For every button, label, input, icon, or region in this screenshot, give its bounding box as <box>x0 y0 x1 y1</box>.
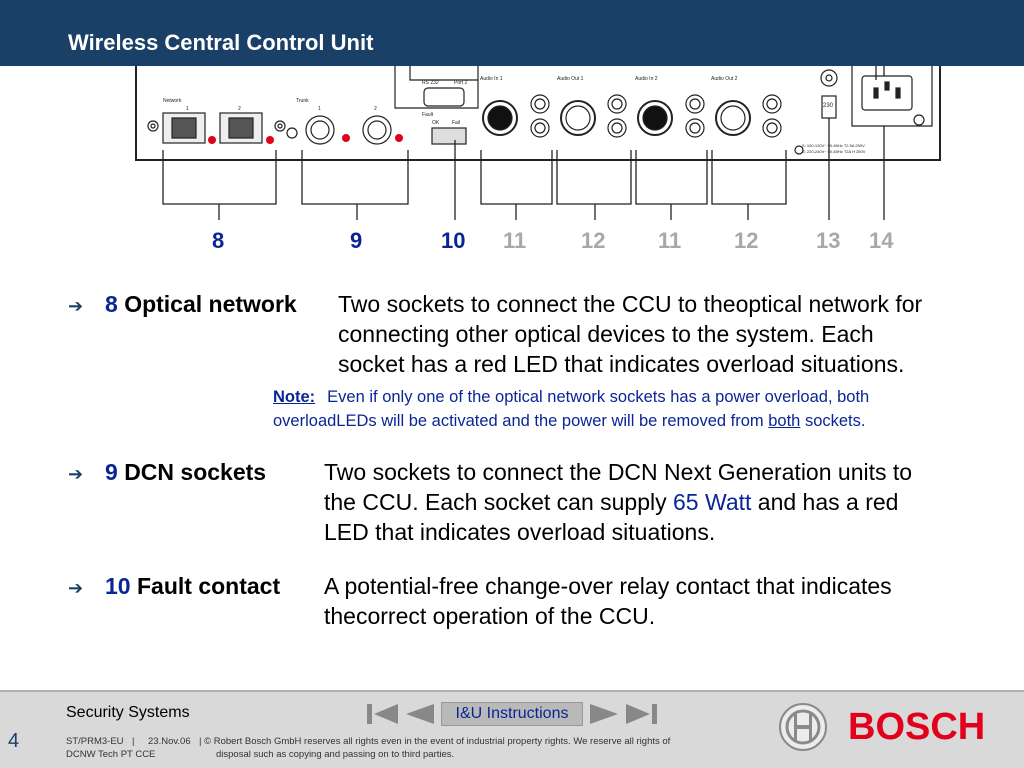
callout-11a: 11 <box>503 228 527 253</box>
item-8-description: Two sockets to connect the CCU to theopt… <box>338 291 923 377</box>
item-8-note: Note:Even if only one of the optical net… <box>273 388 870 430</box>
svg-text:Fault: Fault <box>422 112 434 118</box>
arrow-bullet-icon: ➔ <box>68 464 84 484</box>
date: 23.Nov.06 <box>148 736 191 747</box>
first-page-button[interactable] <box>366 702 400 731</box>
arrow-bullet-icon: ➔ <box>68 296 84 316</box>
item-9-description: Two sockets to connect the DCN Next Gene… <box>324 459 913 545</box>
iu-instructions-link[interactable]: I&U Instructions <box>441 702 583 726</box>
callout-12a: 12 <box>581 228 606 253</box>
svg-text:1: 1 <box>318 106 321 112</box>
page-number: 4 <box>8 730 20 752</box>
division-label: Security Systems <box>66 704 190 721</box>
last-page-icon <box>626 704 657 724</box>
item-10-description: A potential-free change-over relay conta… <box>324 573 892 629</box>
svg-text:Audio In 2: Audio In 2 <box>635 76 658 82</box>
svg-text:2: 2 <box>374 106 377 112</box>
header-bar: Wireless Central Control Unit <box>0 0 1024 66</box>
note-label: Note: <box>273 388 316 406</box>
svg-text:Port 2: Port 2 <box>454 80 468 86</box>
bosch-armature-logo-icon <box>778 702 828 757</box>
svg-text:Audio In 1: Audio In 1 <box>480 76 503 82</box>
callout-9: 9 <box>350 228 363 253</box>
item-8-heading: 8 Optical network <box>105 291 297 317</box>
svg-text:1: 1 <box>186 106 189 112</box>
label-trunk: Trunk <box>296 98 309 104</box>
item-10-heading: 10 Fault contact <box>105 573 281 599</box>
dept: DCNW Tech PT CCE <box>66 749 156 760</box>
callout-11b: 11 <box>658 228 682 253</box>
copyright-line1: | © Robert Bosch GmbH reserves all right… <box>199 736 671 747</box>
callout-13: 13 <box>816 228 841 253</box>
item-9-heading: 9 DCN sockets <box>105 459 267 485</box>
first-page-icon <box>367 704 398 724</box>
copyright-line2: disposal such as copying and passing on … <box>216 749 455 760</box>
next-page-button[interactable] <box>588 702 622 731</box>
svg-text:Audio Out 2: Audio Out 2 <box>711 76 738 82</box>
page-title: Wireless Central Control Unit <box>68 30 374 55</box>
next-page-icon <box>590 704 618 724</box>
callout-10: 10 <box>441 228 466 253</box>
svg-text:230: 230 <box>823 103 834 109</box>
callout-14: 14 <box>869 228 894 253</box>
svg-text:S: 100-120V~ 50-60Hz T2.5A 25: S: 100-120V~ 50-60Hz T2.5A 250V <box>802 143 865 148</box>
label-network: Network <box>163 98 182 104</box>
bosch-logo-text: BOSCH <box>848 706 986 748</box>
svg-text:S: 220-240V~ 50-60Hz T2A H 25: S: 220-240V~ 50-60Hz T2A H 250V <box>802 149 866 154</box>
callout-8: 8 <box>212 228 225 253</box>
previous-page-button[interactable] <box>402 702 436 731</box>
ccu-rear-panel-diagram: Network 1 2 Trunk 1 2 RS 232 Port 2 Faul… <box>135 66 941 220</box>
svg-text:2: 2 <box>238 106 241 112</box>
previous-page-icon <box>406 704 434 724</box>
callout-12b: 12 <box>734 228 759 253</box>
svg-text:OK: OK <box>432 120 440 126</box>
svg-text:Audio Out 1: Audio Out 1 <box>557 76 584 82</box>
last-page-button[interactable] <box>624 702 658 731</box>
doc-id: ST/PRM3-EU <box>66 736 124 747</box>
svg-text:RS 232: RS 232 <box>422 80 439 86</box>
arrow-bullet-icon: ➔ <box>68 578 84 598</box>
footer: Security Systems I&U Instructions 4 ST/P… <box>0 690 1024 768</box>
svg-text:Fail: Fail <box>452 120 460 126</box>
